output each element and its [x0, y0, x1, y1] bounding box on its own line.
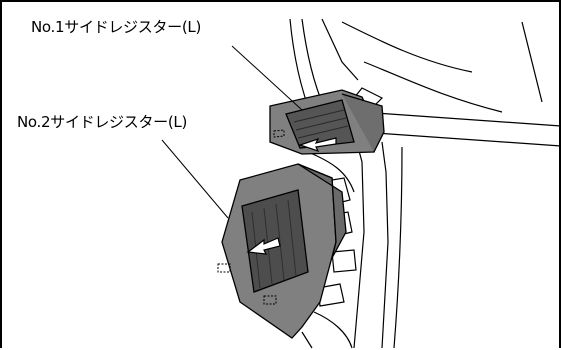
side-register-no2 [217, 163, 347, 339]
callout-no1-side-register: No.1サイドレジスター(L) [31, 18, 202, 36]
arrow-icon [246, 237, 281, 255]
callout-no2-side-register: No.2サイドレジスター(L) [17, 113, 188, 131]
arrow-icon [298, 137, 337, 153]
side-register-no1 [269, 89, 385, 155]
leader-line-register-2 [161, 139, 229, 219]
leader-line-register-1 [231, 45, 303, 111]
